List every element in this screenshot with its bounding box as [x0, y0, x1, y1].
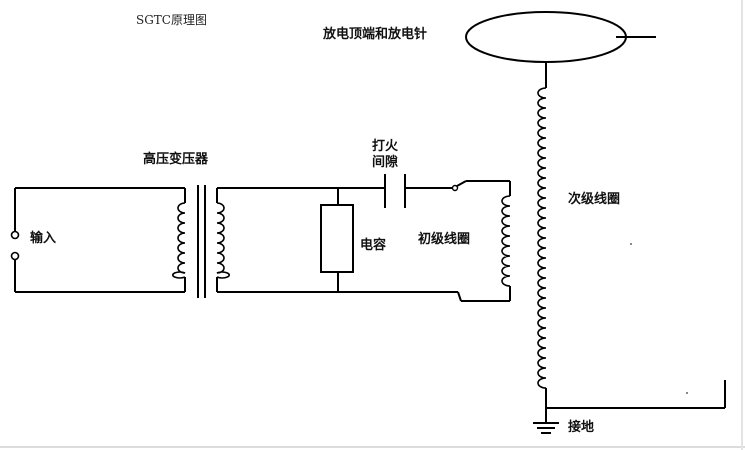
transformer-secondary-coil: [216, 202, 231, 279]
capacitor: [320, 204, 354, 273]
speck: [686, 392, 688, 394]
hv-transformer: [171, 185, 231, 298]
primary-circuit-wires: [217, 187, 458, 293]
top-terminal: [465, 11, 627, 63]
ground-icon: [533, 422, 559, 434]
secondary-coil: [537, 62, 726, 422]
hv-transformer-label: 高压变压器: [143, 151, 209, 167]
transformer-primary-coil: [171, 202, 186, 279]
spark-gap-label-2: 间隙: [372, 154, 398, 170]
input-label: 输入: [30, 230, 56, 246]
top-terminal-label: 放电顶端和放电针: [322, 26, 427, 42]
diagram-title: SGTC原理图: [136, 13, 207, 27]
ground-label: 接地: [568, 419, 594, 435]
spark-gap: [384, 174, 510, 208]
secondary-coil-label: 次级线圈: [568, 191, 620, 207]
spark-gap-label-1: 打火: [372, 138, 399, 154]
primary-coil-label: 初级线圈: [418, 231, 470, 247]
primary-coil: [457, 181, 511, 302]
speck: [630, 243, 632, 245]
input-terminals: [10, 187, 185, 293]
capacitor-label: 电容: [360, 237, 386, 253]
